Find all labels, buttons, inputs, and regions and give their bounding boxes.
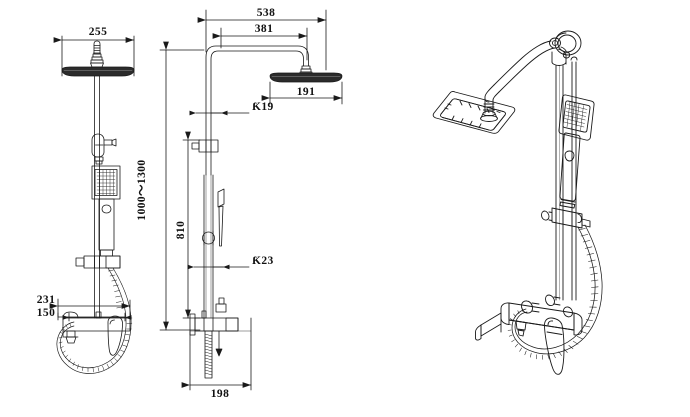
dim-191: [261, 81, 343, 105]
iso-riser-column: [551, 51, 567, 301]
center-riser-collar: [191, 139, 219, 153]
left-overhead-shower-head: [61, 66, 135, 77]
center-shower-arm: [205, 45, 309, 147]
left-slide-bracket: [75, 255, 121, 269]
iso-wall-flange: [554, 30, 582, 56]
iso-hand-shower: [558, 94, 595, 209]
dim-381: [212, 27, 308, 61]
left-riser-tube: [94, 75, 100, 319]
dim-538: [197, 9, 327, 71]
left-elevation-view: [49, 35, 135, 374]
center-hand-shower-edge: [217, 188, 225, 247]
right-isometric-view: [432, 30, 603, 375]
iso-shower-arm: [484, 40, 556, 103]
left-hand-shower: [91, 165, 121, 257]
center-mixer-valve: [189, 297, 239, 379]
dim-label-381: 381: [255, 23, 273, 35]
center-overhead-shower-head: [269, 72, 343, 83]
dim-label-198: 198: [211, 388, 229, 400]
center-upper-riser: [205, 145, 212, 176]
dim-label-191: 191: [297, 86, 315, 98]
dim-label-150: 150: [37, 307, 55, 319]
left-mixer-body: [62, 311, 131, 356]
center-elevation-view: [159, 9, 343, 391]
dim-label-538: 538: [257, 7, 275, 19]
center-slide-bracket: [202, 230, 215, 246]
iso-slide-bracket: [541, 207, 591, 229]
dim-label-dia23: Ƙ23: [252, 255, 274, 267]
iso-secondary-pipe: [570, 56, 578, 301]
dimension-labels: 255 231 150 538 381 191 Ƙ19 Ƙ23 810 1000…: [37, 7, 315, 400]
dim-1000-1300: [159, 41, 205, 331]
dim-150: [57, 312, 132, 322]
dim-198: [181, 317, 252, 391]
dim-label-1000-1300: 1000～1300: [136, 159, 148, 220]
iso-shower-hose: [507, 224, 603, 360]
dim-label-231: 231: [37, 294, 55, 306]
left-diverter-fitting: [91, 133, 117, 165]
center-lower-riser: [203, 174, 214, 319]
dim-label-dia19: Ƙ19: [252, 101, 274, 113]
dim-label-810: 810: [175, 221, 187, 239]
left-shower-head-swivel: [90, 40, 104, 68]
iso-mixer-body: [475, 294, 583, 375]
iso-overhead-shower-head: [432, 91, 516, 134]
dim-label-255: 255: [89, 26, 107, 38]
